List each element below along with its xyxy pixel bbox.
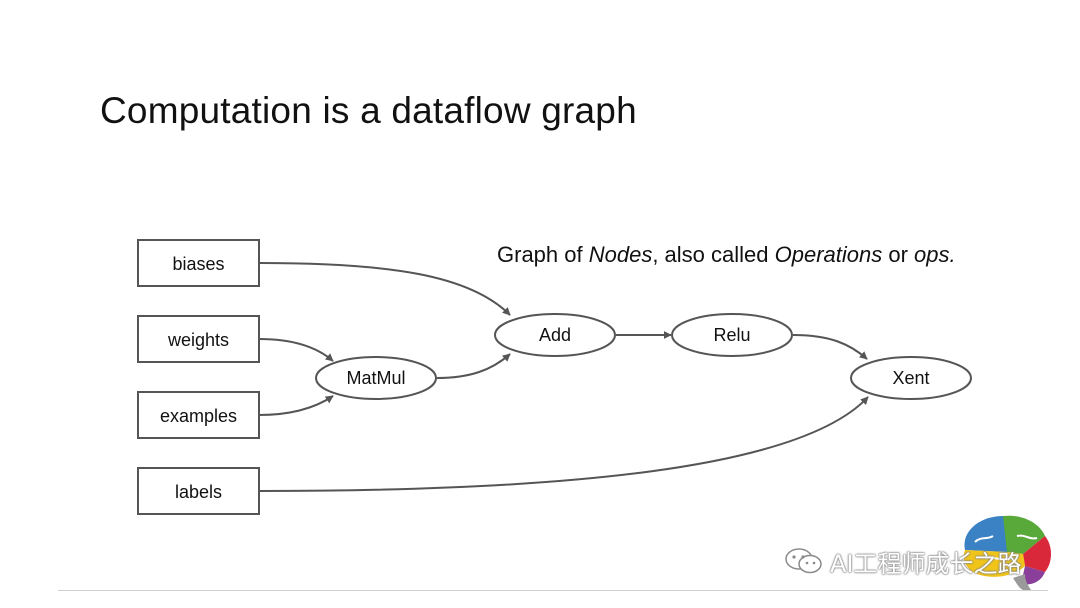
watermark-text: AI工程师成长之路	[830, 549, 1022, 578]
input-node-labels: labels	[137, 467, 260, 515]
input-node-weights: weights	[137, 315, 260, 363]
brain-logo-icon	[963, 515, 1051, 590]
footer-divider	[58, 590, 1048, 591]
graph-caption: Graph of Nodes, also called Operations o…	[497, 242, 956, 268]
op-node-label: Add	[539, 325, 571, 345]
op-node-label: Xent	[892, 368, 929, 388]
input-node-label: weights	[167, 330, 229, 350]
slide-title: Computation is a dataflow graph	[100, 90, 637, 131]
input-node-biases: biases	[137, 239, 260, 287]
caption-prefix: Graph of	[497, 242, 589, 267]
edge-biases-add	[258, 262, 511, 316]
wechat-icon	[785, 548, 822, 574]
input-node-examples: examples	[137, 391, 260, 439]
caption-or: or	[882, 242, 915, 267]
caption-middle: , also called	[652, 242, 775, 267]
op-node-xent: Xent	[850, 356, 972, 400]
input-node-label: labels	[175, 482, 222, 502]
input-node-label: examples	[160, 406, 237, 426]
op-node-label: MatMul	[346, 368, 405, 388]
edge-labels-xent	[258, 396, 869, 492]
op-node-add: Add	[494, 313, 616, 357]
caption-ops-term: ops.	[914, 242, 956, 267]
edge-weights-matmul	[258, 338, 334, 362]
op-node-label: Relu	[713, 325, 750, 345]
caption-nodes-term: Nodes	[588, 242, 653, 267]
op-node-relu: Relu	[671, 313, 793, 357]
input-node-label: biases	[172, 254, 224, 274]
edge-matmul-add	[436, 353, 511, 379]
watermark: AI工程师成长之路	[784, 545, 1022, 578]
edge-examples-matmul	[258, 395, 334, 416]
edge-relu-xent	[792, 334, 868, 360]
caption-operations-term: Operations	[774, 242, 883, 267]
op-node-matmul: MatMul	[315, 356, 437, 400]
